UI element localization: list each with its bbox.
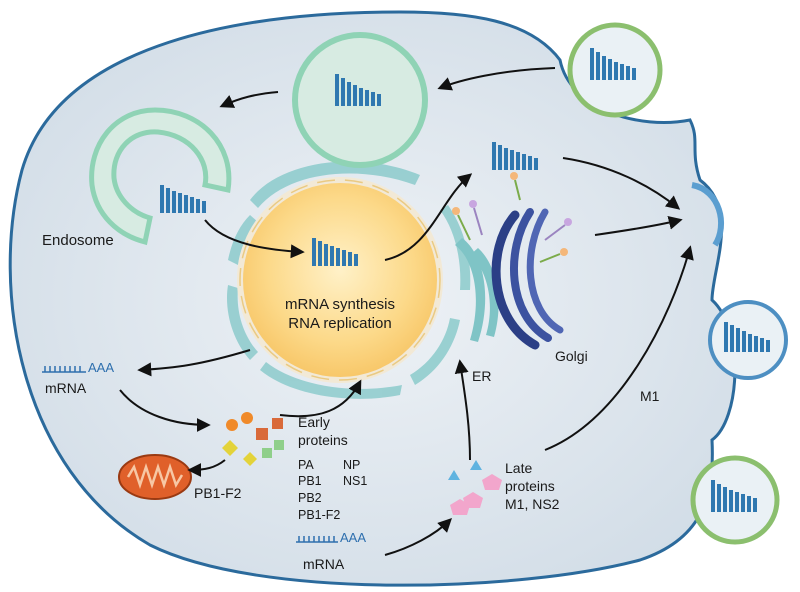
early-protein-np: NP <box>343 458 361 472</box>
golgi-spikes <box>452 172 572 263</box>
early-protein-pb2: PB2 <box>298 491 322 505</box>
golgi-label: Golgi <box>555 348 588 364</box>
endosome <box>89 107 232 246</box>
mrna-label-left: mRNA <box>45 380 87 396</box>
nucleus <box>237 177 443 383</box>
er-label: ER <box>472 368 492 384</box>
early-protein-pa: PA <box>298 458 314 472</box>
mrna-strand-bottom <box>296 536 338 543</box>
m1-label: M1 <box>640 388 660 404</box>
mrna-label-bottom: mRNA <box>303 556 345 572</box>
late-proteins-label-line2: proteins <box>505 478 555 494</box>
mitochondrion <box>118 454 192 500</box>
virion-released <box>690 455 780 545</box>
rnp-group-nucleus <box>312 238 358 266</box>
early-proteins-label-line1: Early <box>298 414 330 430</box>
er-stack <box>455 238 499 342</box>
late-proteins-label-line1: Late <box>505 460 533 476</box>
poly-a-tail-bottom: AAA <box>340 530 367 545</box>
rnp-group-vesicle <box>335 74 381 106</box>
virion-entering <box>567 22 663 118</box>
er-fragments <box>226 161 471 399</box>
nucleus-label-line1: mRNA synthesis <box>284 296 396 313</box>
pb1-f2-mito-label: PB1-F2 <box>194 485 242 501</box>
nucleus-label-line2: RNA replication <box>288 315 392 332</box>
early-proteins-label-line2: proteins <box>298 432 348 448</box>
poly-a-tail-left: AAA <box>88 360 115 375</box>
early-protein-pb1: PB1 <box>298 474 322 488</box>
early-protein-shapes <box>222 412 284 466</box>
early-protein-ns1: NS1 <box>343 474 368 488</box>
virion-budding <box>708 300 788 380</box>
early-protein-pb1-f2: PB1-F2 <box>298 508 341 522</box>
rnp-group-export <box>492 142 538 170</box>
late-protein-shapes <box>448 460 502 515</box>
budding-site <box>691 182 725 247</box>
rnp-group-endosome <box>160 185 206 213</box>
pathway-arrows <box>119 67 694 556</box>
mrna-strand-left <box>42 366 86 373</box>
golgi-apparatus <box>491 208 564 350</box>
endosome-label: Endosome <box>42 232 114 249</box>
late-proteins-label-line3: M1, NS2 <box>505 496 560 512</box>
